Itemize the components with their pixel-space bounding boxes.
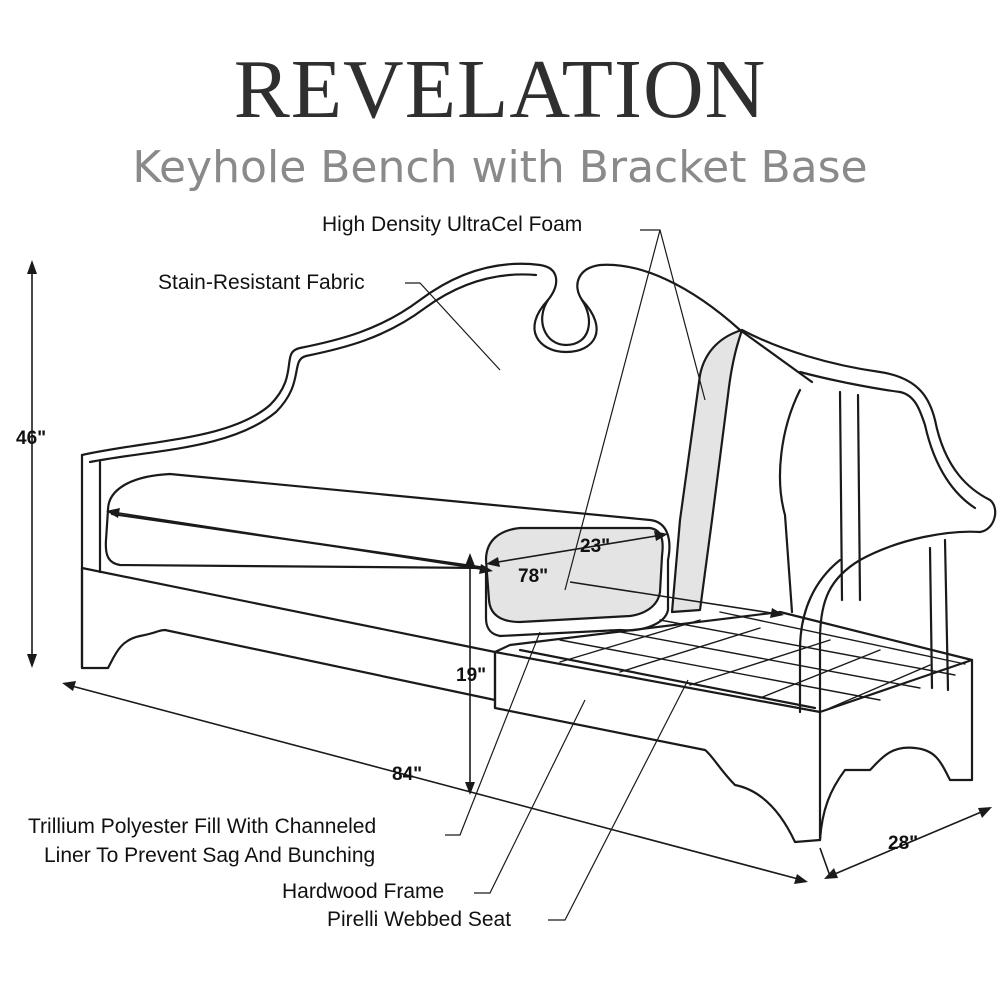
dim-length-line: [67, 684, 803, 881]
dim-cushion-width-line: [111, 511, 488, 571]
leader-fill: [445, 631, 541, 836]
dim-height-label: 46": [16, 428, 47, 449]
dim-cushion-width-arrow-right: [479, 564, 493, 574]
callout-foam: High Density UltraCel Foam: [322, 213, 583, 236]
dim-length-label: 84": [392, 764, 423, 785]
dim-cushion-depth-arrow-left: [486, 557, 500, 567]
dim-height-arrow-top: [27, 260, 37, 274]
callout-fill-line1: Trillium Polyester Fill With Channeled: [28, 815, 377, 838]
dim-depth-ext: [819, 847, 831, 877]
leader-fabric: [405, 282, 501, 371]
dim-cushion-ext: [569, 581, 779, 615]
dim-cushion-depth-line: [491, 534, 663, 564]
dim-length-arrow-left: [62, 681, 76, 691]
dimension-lines: [27, 260, 992, 884]
dim-cushion-depth-arrow-right: [654, 531, 668, 541]
bench-outline: [80, 262, 997, 844]
dim-seat-height-arrow-bottom: [465, 782, 475, 795]
dim-cushion-width-label: 78": [518, 566, 549, 587]
product-brand-title: REVELATION: [233, 43, 767, 136]
dim-cushion-depth-label: 23": [580, 536, 611, 557]
dim-cushion-ext-arrow: [770, 608, 784, 618]
dim-depth-arrow-left: [824, 868, 838, 879]
dim-length-arrow-right: [794, 874, 808, 884]
leader-foam: [640, 229, 706, 401]
leader-frame: [474, 699, 586, 894]
dim-seat-height-arrow-top: [465, 553, 475, 566]
dim-cushion-width-arrow-left: [106, 508, 120, 518]
dim-depth-line: [829, 809, 987, 877]
dim-depth-label: 28": [888, 833, 919, 854]
dim-height-arrow-bottom: [27, 654, 37, 668]
product-subtitle: Keyhole Bench with Bracket Base: [132, 142, 868, 193]
callout-fill-line2: Liner To Prevent Sag And Bunching: [44, 844, 376, 867]
leader-seat: [548, 679, 689, 921]
callout-frame: Hardwood Frame: [282, 880, 445, 903]
leader-foam-2: [564, 229, 661, 591]
leader-lines: [405, 229, 706, 921]
dim-seat-height-label: 19": [456, 665, 487, 686]
callout-fabric: Stain-Resistant Fabric: [158, 271, 365, 294]
dim-depth-arrow-right: [978, 807, 992, 818]
callout-seat: Pirelli Webbed Seat: [327, 908, 512, 931]
